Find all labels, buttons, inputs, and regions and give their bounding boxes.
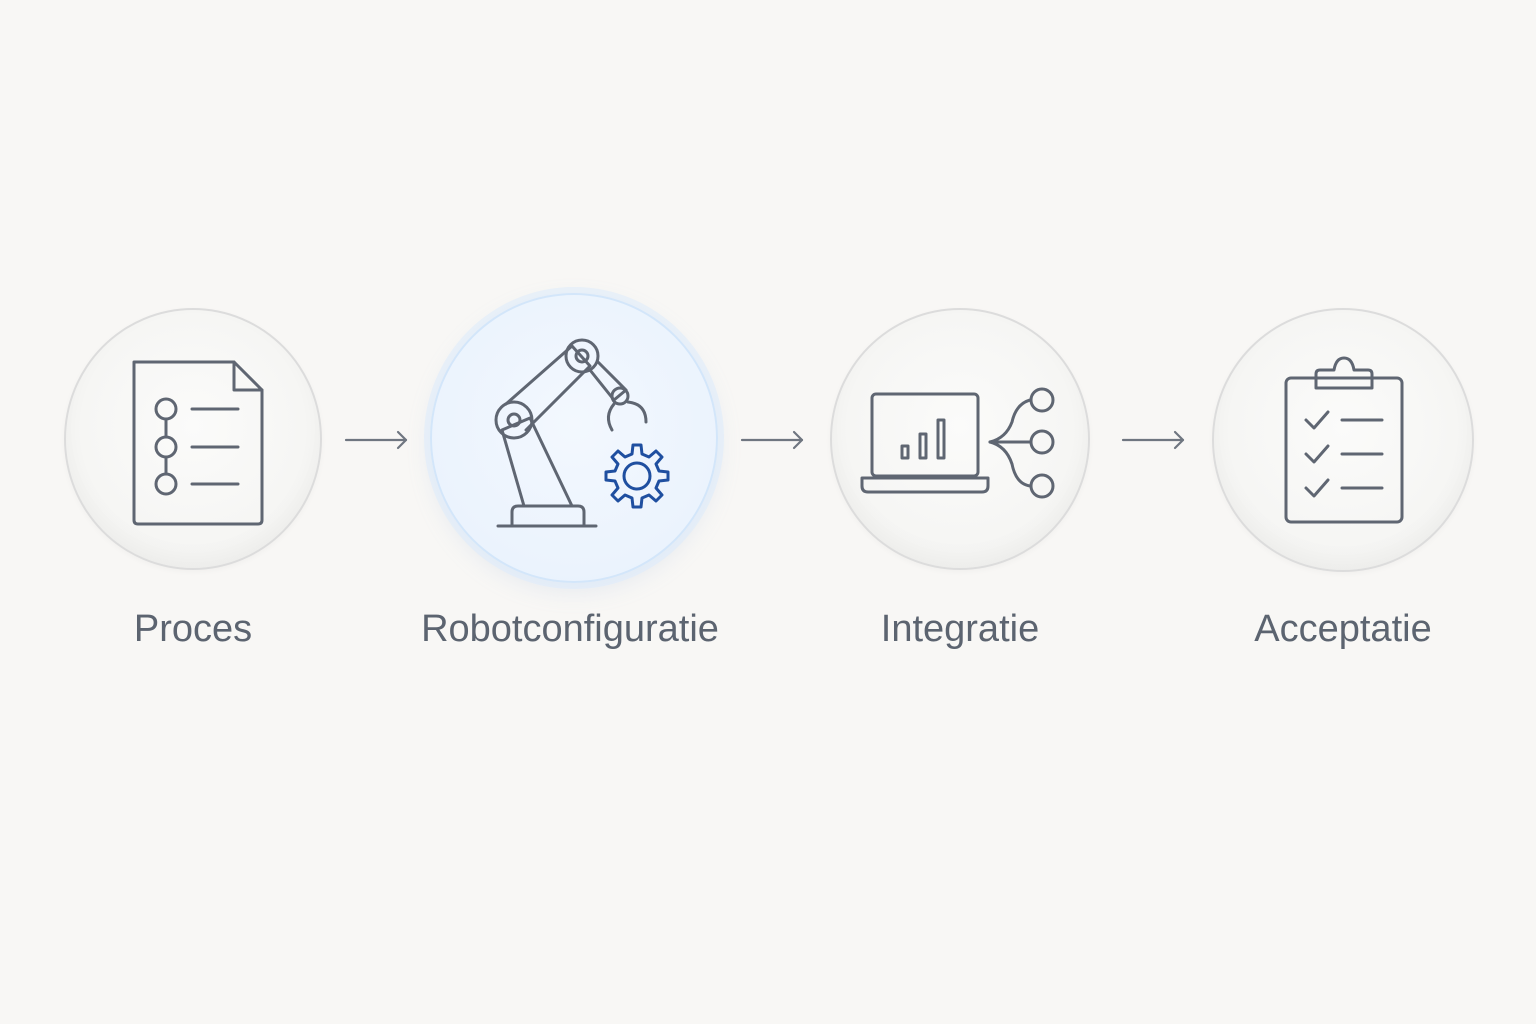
arrow-right-icon bbox=[740, 430, 804, 450]
robot-arm-gear-icon bbox=[494, 338, 670, 528]
arrow-right-icon bbox=[344, 430, 408, 450]
step-circle-proces bbox=[64, 308, 322, 570]
step-circle-acceptatie bbox=[1212, 308, 1474, 572]
step-label-acceptatie: Acceptatie bbox=[1254, 608, 1432, 650]
laptop-network-icon bbox=[860, 387, 1055, 499]
clipboard-checklist-icon bbox=[1284, 356, 1404, 524]
step-label-proces: Proces bbox=[133, 608, 253, 650]
arrow-right-icon bbox=[1121, 430, 1185, 450]
step-label-integratie: Integratie bbox=[880, 608, 1040, 650]
step-label-robotconfiguratie: Robotconfiguratie bbox=[421, 608, 719, 650]
process-document-icon bbox=[132, 360, 264, 526]
